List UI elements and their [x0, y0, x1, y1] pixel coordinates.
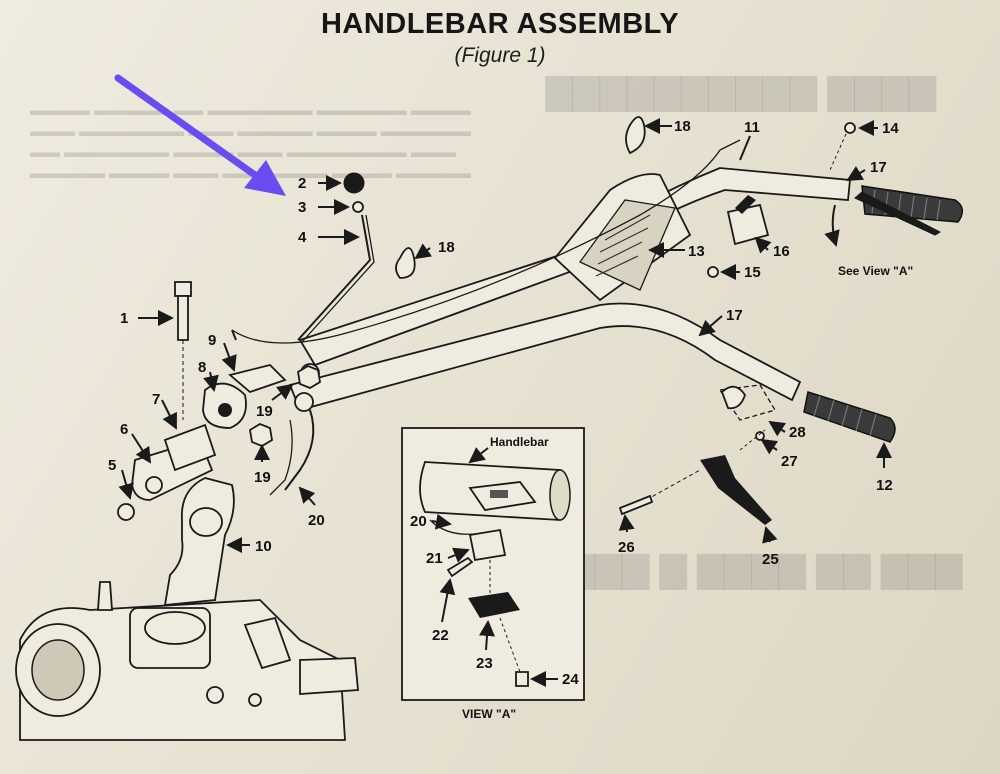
bleed-through-text: ▬▬▬▬ ▬▬▬▬▬ ▬▬ ▬▬▬▬▬▬▬ ▬▬▬▬▬▬ ▬▬▬▬ ▬▬▬ ▬▬…: [30, 102, 471, 182]
callout-20: 20: [308, 512, 325, 529]
inset-callout-22: 22: [432, 627, 449, 644]
lever-group: [618, 384, 776, 525]
callout-15: 15: [744, 264, 761, 281]
cable-clip-right: [625, 116, 646, 155]
callout-25: 25: [762, 551, 779, 568]
callout-10: 10: [255, 538, 272, 555]
callout-9: 9: [208, 332, 216, 349]
figure-caption: (Figure 1): [454, 44, 546, 67]
throttle-lever: [854, 191, 942, 236]
control-rod: [297, 172, 375, 343]
callout-11: 11: [744, 119, 760, 136]
callout-17-lower: 17: [726, 307, 743, 324]
callout-8: 8: [198, 359, 206, 376]
inset-callout-24: 24: [562, 671, 579, 688]
view-a-inset: Handlebar 20 21 22 23 24 VIEW "A": [401, 427, 585, 721]
bracket-16: [726, 195, 770, 246]
inset-callout-21: 21: [426, 550, 443, 567]
throttle-cable: [231, 139, 741, 344]
callout-17-top: 17: [870, 159, 887, 176]
mount-bracket: [163, 477, 235, 607]
callout-7: 7: [152, 391, 160, 408]
callout-1: 1: [120, 310, 128, 327]
inset-handlebar-label: Handlebar: [490, 435, 549, 449]
handlebar-frame: [288, 167, 851, 412]
callout-26: 26: [618, 539, 635, 556]
callout-12: 12: [876, 477, 893, 494]
nut-upper: [297, 364, 321, 390]
see-view-label: See View "A": [838, 264, 913, 278]
inset-view-label: VIEW "A": [462, 707, 516, 721]
callout-leaders: [118, 118, 892, 553]
callout-18-left: 18: [438, 239, 455, 256]
cable-lower: [284, 409, 315, 491]
callout-14: 14: [882, 120, 899, 137]
callout-19-upper: 19: [256, 403, 273, 420]
cable-clip-left: [395, 247, 416, 279]
callout-6: 6: [120, 421, 128, 438]
screw-15: [707, 266, 719, 278]
callout-4: 4: [298, 229, 307, 246]
bolt: [174, 281, 192, 420]
cable-lower-sheath: [269, 419, 293, 496]
annotation-arrow: [114, 74, 286, 196]
nut-lower: [249, 422, 273, 448]
callout-5: 5: [108, 457, 116, 474]
inset-callout-23: 23: [476, 655, 493, 672]
callout-3: 3: [298, 199, 306, 216]
callout-19-lower: 19: [254, 469, 271, 486]
callout-28: 28: [789, 424, 806, 441]
see-view-arrow: [824, 204, 840, 247]
transmission-housing: [15, 581, 359, 741]
screw-14: [844, 122, 856, 134]
callout-2: 2: [298, 175, 306, 192]
callout-18-right: 18: [674, 118, 691, 135]
grip-lower: [803, 391, 896, 443]
page-title: HANDLEBAR ASSEMBLY: [320, 8, 680, 40]
callout-27: 27: [781, 453, 798, 470]
callout-16: 16: [773, 243, 790, 260]
inset-callout-20: 20: [410, 513, 427, 530]
bracket-stack: [117, 329, 287, 521]
callout-13: 13: [688, 243, 705, 260]
